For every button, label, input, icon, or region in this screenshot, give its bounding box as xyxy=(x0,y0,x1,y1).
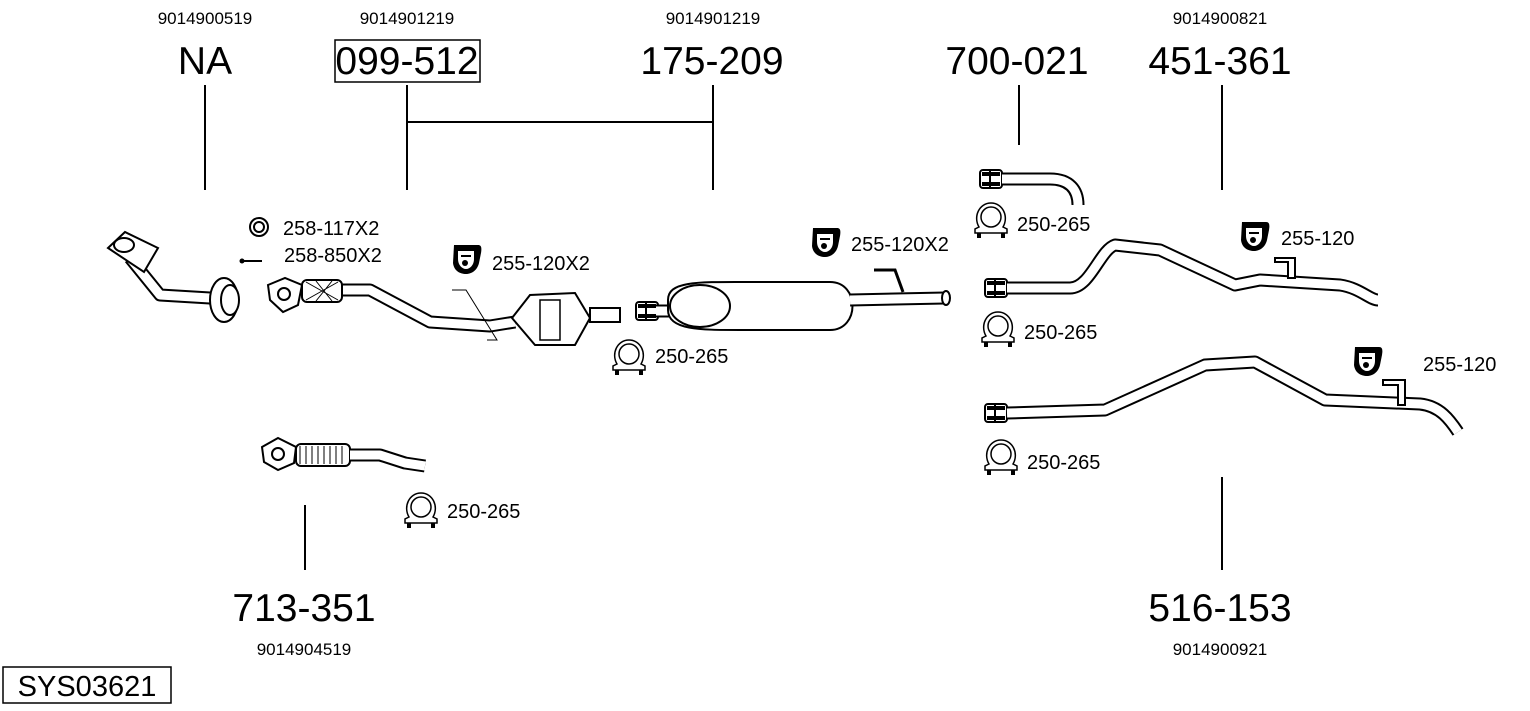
accessory-label[interactable]: 258-117X2 xyxy=(283,218,379,240)
leader-lines xyxy=(204,85,1223,570)
part-ref[interactable]: 516-153 xyxy=(1148,587,1291,630)
accessory-label[interactable]: 258-850X2 xyxy=(284,245,382,267)
rubber-hanger-icon xyxy=(1241,222,1270,251)
diagram-id-box xyxy=(2,666,172,704)
part-ref[interactable]: 451-361 xyxy=(1148,40,1291,83)
clamp-icon xyxy=(984,439,1018,476)
accessory-label[interactable]: 255-120X2 xyxy=(851,234,949,256)
clamp-icon xyxy=(612,339,646,376)
front-pipe-713-351[interactable] xyxy=(260,436,426,473)
accessory-label[interactable]: 250-265 xyxy=(1017,214,1090,236)
front-pipe-na[interactable] xyxy=(106,230,240,323)
accessory-label[interactable]: 255-120 xyxy=(1423,354,1496,376)
clamp-icon xyxy=(974,202,1008,239)
rubber-hanger-icon xyxy=(812,228,841,257)
part-ref[interactable]: NA xyxy=(178,40,232,83)
clamp-icon xyxy=(981,311,1015,348)
accessory-label[interactable]: 250-265 xyxy=(1027,452,1100,474)
accessory-label[interactable]: 255-120X2 xyxy=(492,253,590,275)
part-ref[interactable]: 700-021 xyxy=(945,40,1088,83)
part-number: 9014900921 xyxy=(1173,640,1268,659)
part-ref[interactable]: 713-351 xyxy=(232,587,375,630)
catalytic-converter-pipe-099-512[interactable] xyxy=(266,276,621,346)
gasket-ring-icon xyxy=(249,217,269,237)
part-number: 9014901219 xyxy=(360,9,455,28)
rubber-hanger-icon xyxy=(453,245,482,274)
middle-muffler-175-209[interactable] xyxy=(634,268,951,331)
part-ref[interactable]: 099-512 xyxy=(335,40,478,83)
tail-pipe-516-153[interactable] xyxy=(983,355,1464,436)
diagram-id: SYS03621 xyxy=(18,671,157,703)
accessory-label[interactable]: 250-265 xyxy=(655,346,728,368)
bolt-icon xyxy=(239,258,262,264)
part-number: 9014900821 xyxy=(1173,9,1268,28)
tail-pipe-700-021[interactable] xyxy=(978,168,1085,206)
highlight-box xyxy=(334,39,481,83)
accessory-label[interactable]: 250-265 xyxy=(1024,322,1097,344)
part-number: 9014900519 xyxy=(158,9,253,28)
clamp-icon xyxy=(404,492,438,529)
tail-pipe-451-361[interactable] xyxy=(983,238,1380,307)
part-number: 9014904519 xyxy=(257,640,352,659)
part-number: 9014901219 xyxy=(666,9,761,28)
accessory-label[interactable]: 250-265 xyxy=(447,501,520,523)
rubber-hanger-icon xyxy=(1354,347,1383,376)
accessory-label[interactable]: 255-120 xyxy=(1281,228,1354,250)
part-ref[interactable]: 175-209 xyxy=(640,40,783,83)
